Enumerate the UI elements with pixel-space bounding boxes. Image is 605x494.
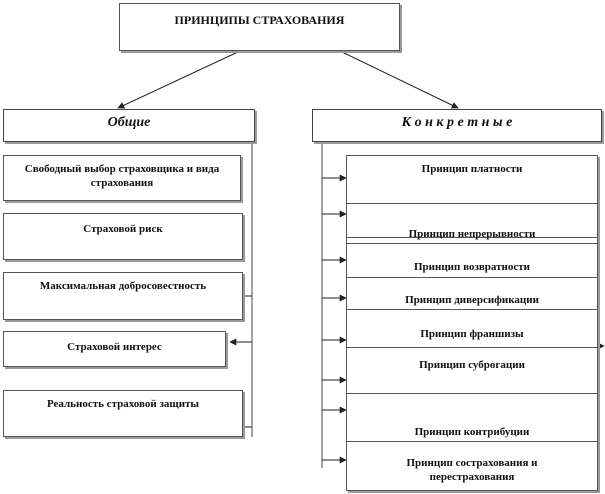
specific-item-label: Принцип платности <box>421 163 523 175</box>
arrow-title-to-general <box>117 50 241 109</box>
general-item-label: Свободный выбор страховщика и вида страх… <box>24 163 220 189</box>
specific-item-label: Принцип диверсификации <box>405 294 539 306</box>
specific-item-label: Принцип суброгации <box>419 359 525 371</box>
title-box: ПРИНЦИПЫ СТРАХОВАНИЯ <box>119 3 400 51</box>
row-divider <box>347 393 597 394</box>
general-item-box: Максимальная добросовестность <box>3 272 243 320</box>
specific-item-label: Принцип возвратности <box>413 261 531 273</box>
row-divider <box>347 237 597 238</box>
specific-item-label: Принцип сострахования и перестрахования <box>406 457 538 483</box>
row-divider <box>347 441 597 442</box>
general-heading-box: Общие <box>3 109 255 142</box>
general-item-label: Страховой риск <box>83 223 163 235</box>
specific-items-column: Принцип платности Принцип непрерывности … <box>346 155 598 491</box>
row-divider <box>347 277 597 278</box>
arrow-title-to-specific <box>339 50 459 109</box>
general-item-label: Страховой интерес <box>67 341 162 353</box>
general-item-label: Реальность страховой защиты <box>46 398 200 410</box>
specific-heading-box: К о н к р е т н ы е <box>312 109 602 142</box>
specific-heading: К о н к р е т н ы е <box>401 115 513 130</box>
specific-item-label: Принцип франшизы <box>420 328 524 340</box>
general-item-label: Максимальная добросовестность <box>39 280 207 292</box>
row-divider <box>347 243 597 244</box>
diagram-title: ПРИНЦИПЫ СТРАХОВАНИЯ <box>174 13 345 27</box>
general-item-box: Свободный выбор страховщика и вида страх… <box>3 155 241 201</box>
row-divider <box>347 309 597 310</box>
row-divider <box>347 203 597 204</box>
general-item-box: Страховой интерес <box>3 331 226 367</box>
general-heading: Общие <box>107 115 151 130</box>
specific-item-label: Принцип непрерывности <box>408 228 536 240</box>
general-item-box: Реальность страховой защиты <box>3 390 243 437</box>
specific-item-label: Принцип контрибуции <box>414 426 530 438</box>
general-item-box: Страховой риск <box>3 213 243 260</box>
row-divider <box>347 347 597 348</box>
